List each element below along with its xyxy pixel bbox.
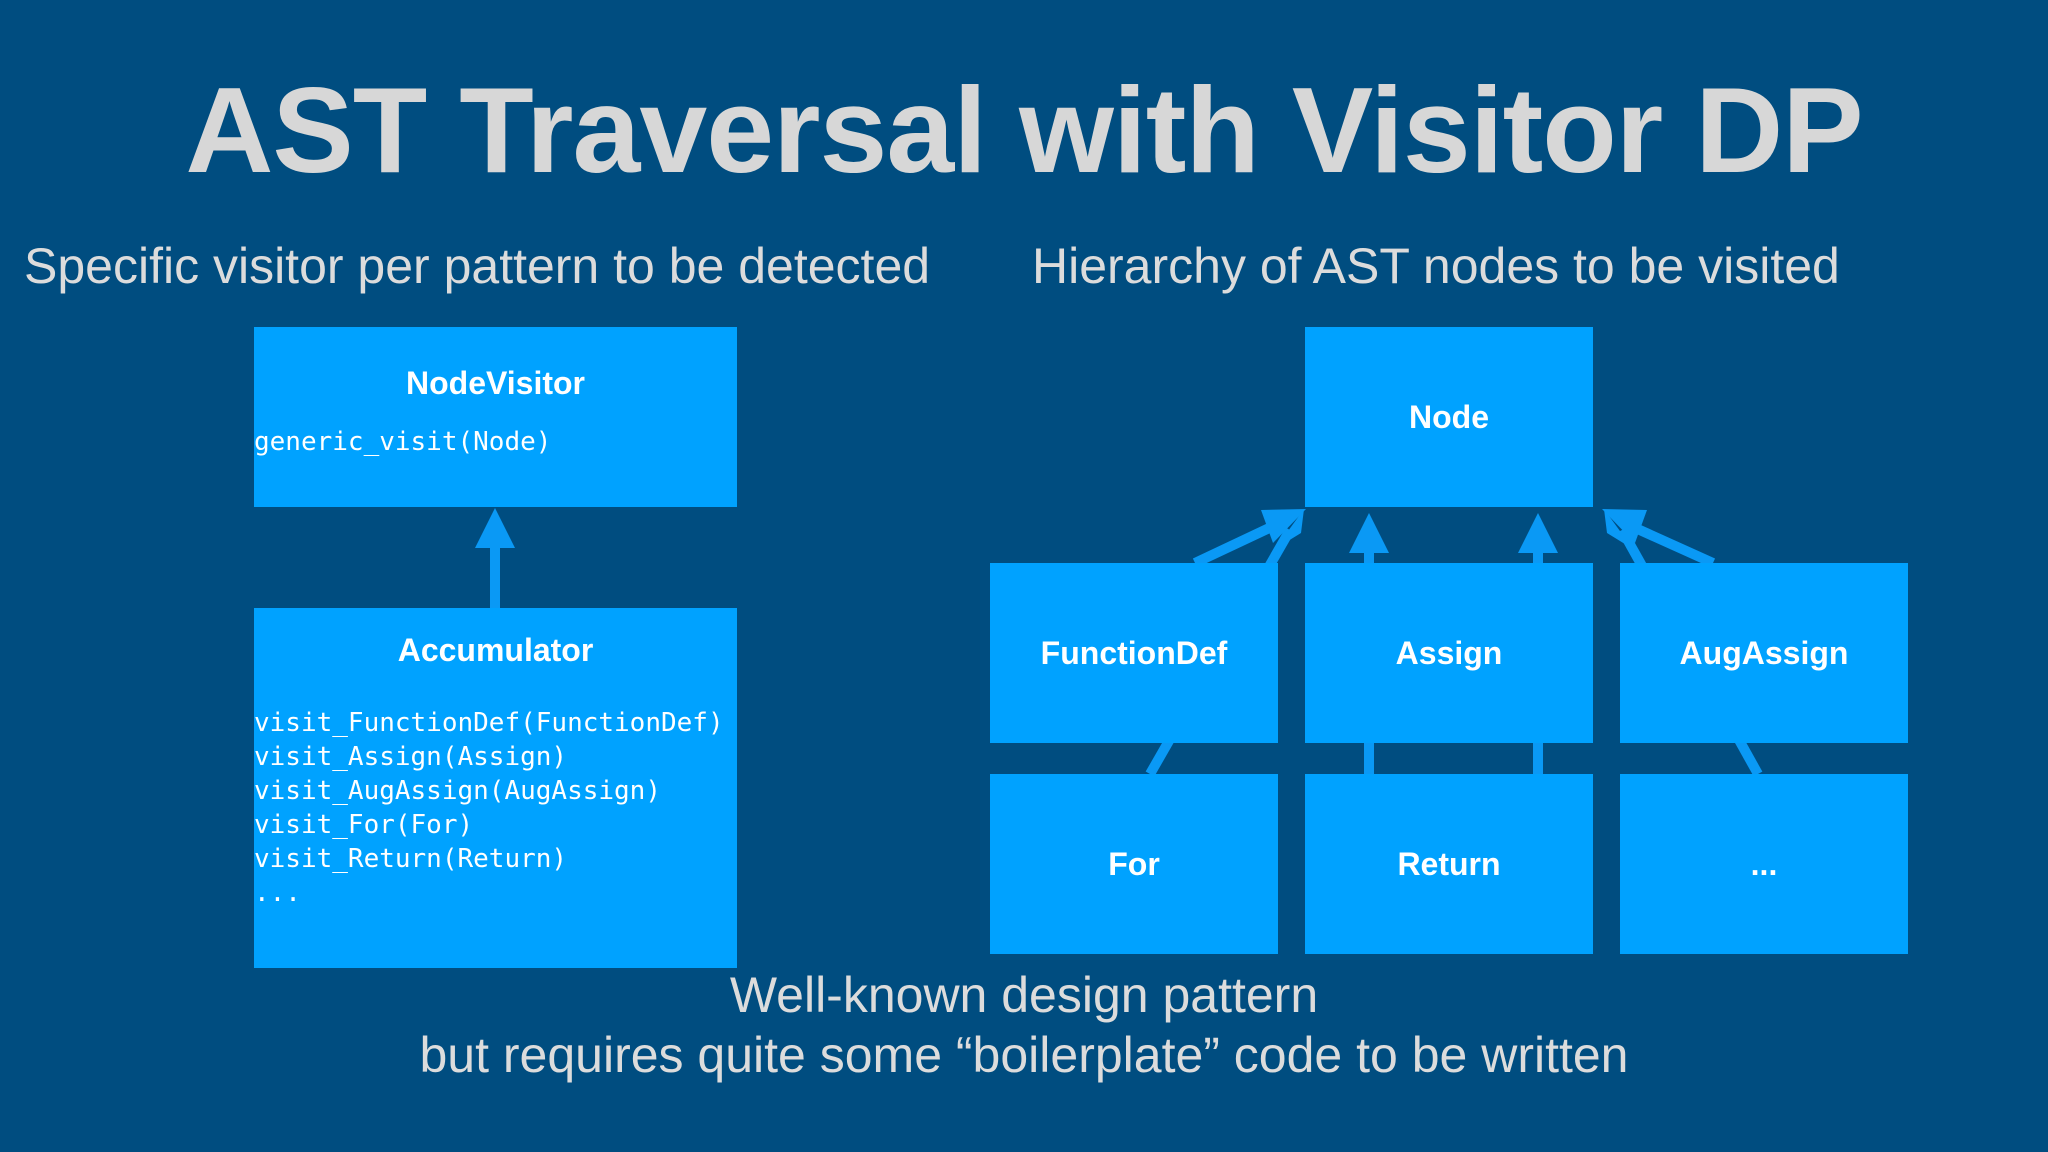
accumulator-class-box: Accumulator visit_FunctionDef(FunctionDe… — [254, 608, 737, 968]
slide-title: AST Traversal with Visitor DP — [185, 62, 1863, 198]
return-box: Return — [1305, 774, 1593, 954]
footer-line-2: but requires quite some “boilerplate” co… — [419, 1027, 1629, 1083]
functiondef-label: FunctionDef — [1040, 635, 1228, 671]
right-heading: Hierarchy of AST nodes to be visited — [1032, 238, 1840, 294]
accumulator-method: ... — [254, 878, 301, 908]
node-label: Node — [1409, 399, 1489, 435]
augassign-box: AugAssign — [1620, 563, 1908, 743]
assign-box: Assign — [1305, 563, 1593, 743]
return-label: Return — [1397, 846, 1501, 882]
nodevisitor-method: generic_visit(Node) — [254, 427, 552, 457]
augassign-label: AugAssign — [1679, 635, 1849, 671]
more-nodes-label: ... — [1750, 846, 1778, 882]
accumulator-method: visit_AugAssign(AugAssign) — [254, 776, 661, 806]
accumulator-class-name: Accumulator — [397, 632, 594, 668]
arrowhead-node-a — [1261, 509, 1306, 543]
functiondef-box: FunctionDef — [990, 563, 1278, 743]
arrowhead-node-f — [1604, 509, 1633, 549]
arrowhead-node-d — [1518, 513, 1558, 553]
arrowhead-node-b — [1275, 509, 1304, 549]
arrowhead-node-c — [1349, 513, 1389, 553]
accumulator-method: visit_For(For) — [254, 810, 474, 840]
for-box: For — [990, 774, 1278, 954]
arrowhead-node-e — [1602, 509, 1647, 543]
for-label: For — [1108, 846, 1160, 882]
nodevisitor-class-name: NodeVisitor — [406, 365, 585, 401]
left-heading: Specific visitor per pattern to be detec… — [24, 238, 931, 294]
node-box: Node — [1305, 327, 1593, 507]
arrowhead-nodevisitor — [475, 508, 515, 548]
accumulator-method: visit_Assign(Assign) — [254, 742, 568, 772]
arrow-functiondef-to-node — [1192, 517, 1285, 568]
nodevisitor-class-box: NodeVisitor generic_visit(Node) — [254, 327, 737, 507]
accumulator-method: visit_Return(Return) — [254, 844, 568, 874]
more-nodes-box: ... — [1620, 774, 1908, 954]
footer-line-1: Well-known design pattern — [729, 967, 1319, 1023]
assign-label: Assign — [1395, 635, 1503, 671]
accumulator-method: visit_FunctionDef(FunctionDef) — [254, 708, 724, 738]
